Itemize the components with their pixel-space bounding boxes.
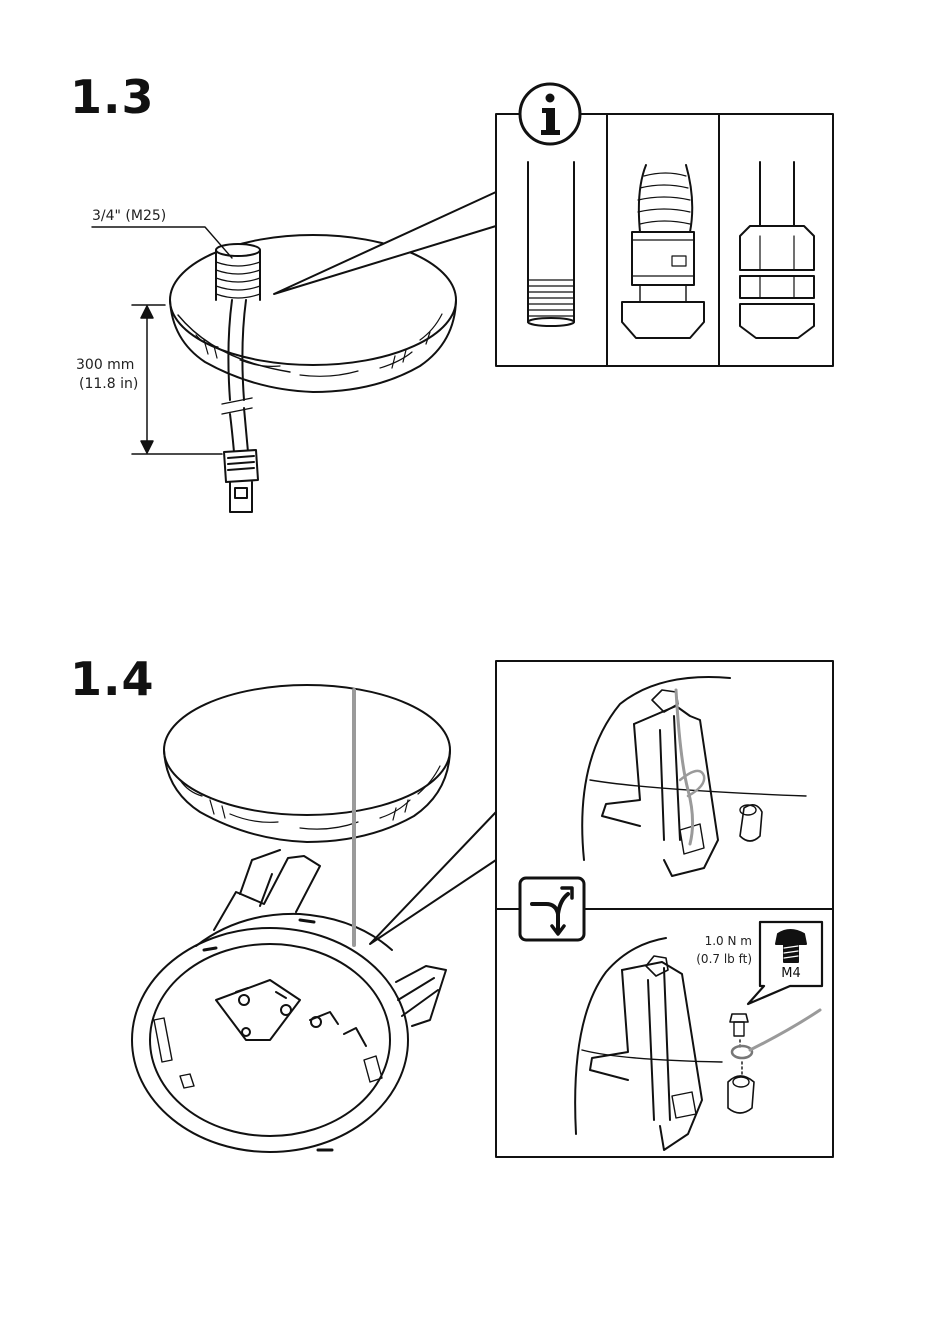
screw-size-label: M4	[768, 966, 814, 981]
mounting-bracket	[132, 850, 446, 1152]
torque-value-nm: 1.0 N m	[660, 933, 752, 950]
ceiling-disc-2	[164, 685, 450, 842]
alternative-branch-icon	[520, 878, 584, 940]
torque-value-lbft: (0.7 lb ft)	[660, 951, 752, 968]
